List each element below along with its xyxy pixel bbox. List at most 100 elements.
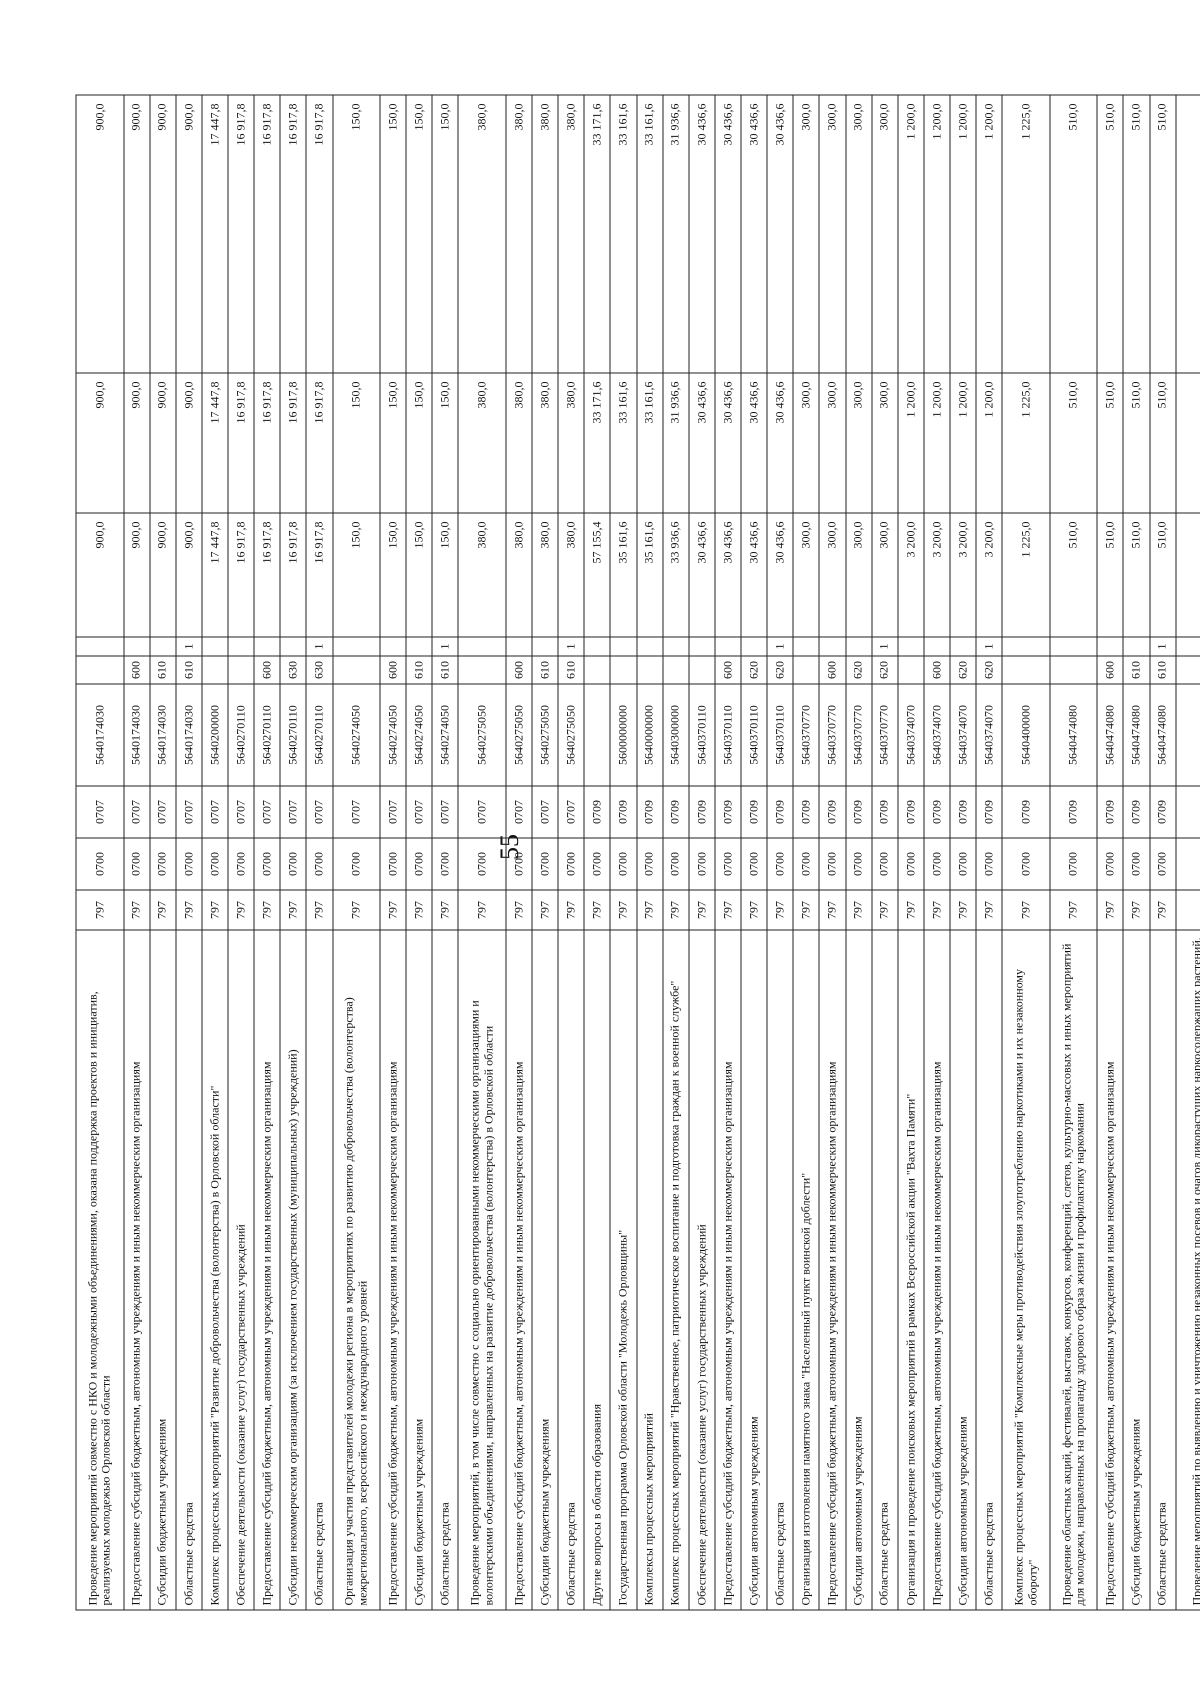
amount-year2-cell: 900,0 (175, 373, 202, 513)
subsection-code-cell: 0707 (76, 786, 124, 838)
amount-year2-cell: 380,0 (558, 373, 585, 513)
ministry-code-cell: 797 (149, 890, 176, 930)
expense-type-cell: 610 (149, 656, 176, 684)
amount-year2-cell: 510,0 (1123, 373, 1150, 513)
amount-year3-cell: 150,0 (406, 95, 433, 373)
fund-source-cell (149, 637, 176, 656)
section-code-cell: 0700 (406, 838, 433, 890)
section-code-cell: 0700 (1002, 838, 1050, 890)
row-name-cell: Предоставление субсидий бюджетным, автон… (714, 930, 741, 1610)
target-article-cell: 5640174030 (123, 684, 150, 786)
target-article-cell: 5640270110 (254, 684, 281, 786)
table-row: Предоставление субсидий бюджетным, автон… (123, 95, 150, 1610)
row-name-cell: Субсидии автономным учреждениям (845, 930, 872, 1610)
section-code-cell: 0700 (897, 838, 924, 890)
amount-year1-cell: 510,0 (1123, 513, 1150, 637)
amount-year3-cell: 1 200,0 (923, 95, 950, 373)
row-name-cell: Субсидии некоммерческим организациям (за… (280, 930, 307, 1610)
amount-year2-cell: 17 447,8 (201, 373, 228, 513)
section-code-cell: 0700 (201, 838, 228, 890)
amount-year1-cell: 150,0 (332, 513, 380, 637)
amount-year2-cell: 380,0 (505, 373, 532, 513)
subsection-code-cell: 0709 (819, 786, 846, 838)
fund-source-cell (1002, 637, 1050, 656)
amount-year3-cell: 30 436,6 (767, 95, 794, 373)
fund-source-cell: 1 (1149, 637, 1176, 656)
amount-year1-cell: 900,0 (175, 513, 202, 637)
target-article-cell (584, 684, 611, 786)
amount-year2-cell: 510,0 (1097, 373, 1124, 513)
section-code-cell: 0700 (923, 838, 950, 890)
ministry-code-cell: 797 (228, 890, 255, 930)
expense-type-cell: 610 (558, 656, 585, 684)
amount-year2-cell: 31 936,6 (662, 373, 689, 513)
target-article-cell: 5640174030 (76, 684, 124, 786)
target-article-cell: 5640270110 (280, 684, 307, 786)
target-article-cell: 5640374070 (950, 684, 977, 786)
amount-year2-cell: 30 436,6 (741, 373, 768, 513)
subsection-code-cell: 0709 (1123, 786, 1150, 838)
row-name-cell: Областные средства (432, 930, 459, 1610)
table-row: Предоставление субсидий бюджетным, автон… (923, 95, 950, 1610)
table-row: Проведение мероприятий по выявлению и ун… (1175, 95, 1200, 1610)
amount-year1-cell: 380,0 (458, 513, 506, 637)
amount-year3-cell: 300,0 (819, 95, 846, 373)
ministry-code-cell: 797 (406, 890, 433, 930)
amount-year1-cell: 3 200,0 (897, 513, 924, 637)
expense-type-cell (610, 656, 637, 684)
target-article-cell: 5640300000 (662, 684, 689, 786)
fund-source-cell (280, 637, 307, 656)
fund-source-cell: 1 (767, 637, 794, 656)
fund-source-cell (1097, 637, 1124, 656)
amount-year2-cell: 30 436,6 (714, 373, 741, 513)
amount-year2-cell: 1 200,0 (950, 373, 977, 513)
amount-year2-cell: 16 917,8 (306, 373, 333, 513)
section-code-cell: 0700 (976, 838, 1003, 890)
row-name-cell: Субсидии бюджетным учреждениям (406, 930, 433, 1610)
expense-type-cell (201, 656, 228, 684)
amount-year2-cell: 30 436,6 (767, 373, 794, 513)
row-name-cell: Субсидии автономным учреждениям (950, 930, 977, 1610)
subsection-code-cell: 0707 (406, 786, 433, 838)
amount-year1-cell: 1 225,0 (1002, 513, 1050, 637)
target-article-cell: 5640274050 (432, 684, 459, 786)
subsection-code-cell: 0707 (149, 786, 176, 838)
table-row: Комплекс процессных мероприятий "Комплек… (1002, 95, 1050, 1610)
amount-year3-cell: 31 936,6 (662, 95, 689, 373)
ministry-code-cell: 797 (306, 890, 333, 930)
section-code-cell: 0700 (175, 838, 202, 890)
row-name-cell: Государственная программа Орловской обла… (610, 930, 637, 1610)
ministry-code-cell: 797 (123, 890, 150, 930)
expense-type-cell (228, 656, 255, 684)
row-name-cell: Обеспечение деятельности (оказание услуг… (688, 930, 715, 1610)
amount-year3-cell: 510,0 (1097, 95, 1124, 373)
amount-year1-cell: 30 436,6 (767, 513, 794, 637)
expense-type-cell (1002, 656, 1050, 684)
ministry-code-cell: 797 (1149, 890, 1176, 930)
amount-year1-cell: 17 447,8 (201, 513, 228, 637)
row-name-cell: Проведение мероприятий совместно с НКО и… (76, 930, 124, 1610)
subsection-code-cell: 0707 (280, 786, 307, 838)
amount-year3-cell: 900,0 (149, 95, 176, 373)
expense-type-cell: 600 (505, 656, 532, 684)
fund-source-cell (254, 637, 281, 656)
amount-year3-cell: 30 436,6 (688, 95, 715, 373)
expense-type-cell: 600 (254, 656, 281, 684)
target-article-cell: 5640370770 (819, 684, 846, 786)
amount-year3-cell: 33 171,6 (584, 95, 611, 373)
subsection-code-cell: 0709 (871, 786, 898, 838)
row-name-cell: Предоставление субсидий бюджетным, автон… (123, 930, 150, 1610)
ministry-code-cell: 797 (636, 890, 663, 930)
target-article-cell: 5640370110 (714, 684, 741, 786)
amount-year3-cell: 300,0 (793, 95, 820, 373)
amount-year3-cell: 16 917,8 (280, 95, 307, 373)
fund-source-cell (793, 637, 820, 656)
amount-year2-cell: 300,0 (871, 373, 898, 513)
amount-year1-cell: 300,0 (819, 513, 846, 637)
amount-year2-cell: 33 161,6 (610, 373, 637, 513)
amount-year1-cell: 300,0 (871, 513, 898, 637)
